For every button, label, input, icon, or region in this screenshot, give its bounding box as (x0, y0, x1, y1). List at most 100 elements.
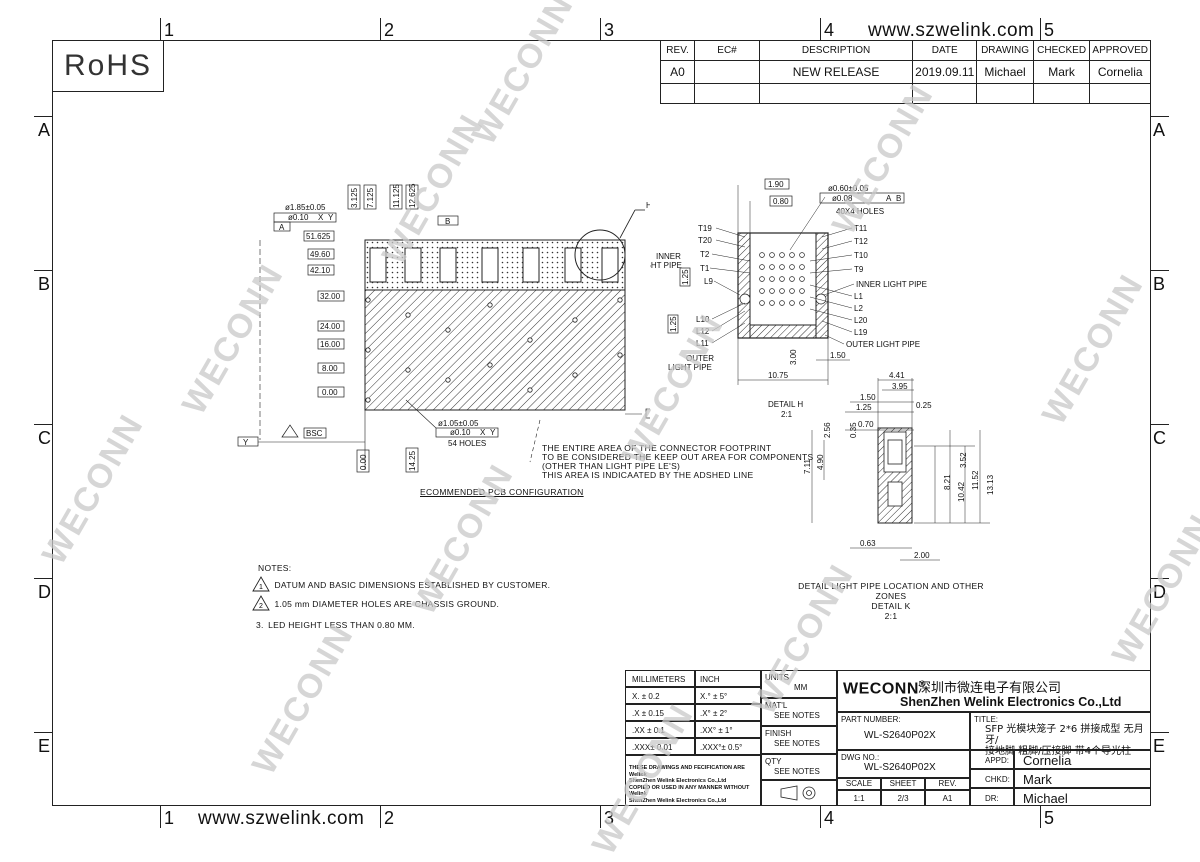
detail-h-hole-callout: ø0.60±0.05 (828, 184, 869, 193)
zone-tick (600, 18, 601, 40)
zone-col-4-bottom: 4 (824, 808, 835, 828)
detail-h-hole-count: 40X4 HOLES (836, 207, 884, 216)
zone-tick (34, 424, 52, 425)
label-l11: L11 (696, 339, 709, 348)
note-1: 1 DATUM AND BASIC DIMENSIONS ESTABLISHED… (252, 575, 550, 593)
dim-left-6: 16.00 (320, 340, 341, 349)
brand-name: WECONN (843, 680, 919, 698)
drawing-frame (52, 40, 1151, 806)
zone-row-d: D (38, 582, 51, 602)
title-value-line-1: SFP 光模块笼子 2*6 拼接成型 无月牙/ (985, 724, 1144, 746)
notes-title: NOTES: (258, 563, 292, 573)
units-cell: UNITS MM (761, 670, 837, 698)
zone-row-d-right: D (1153, 582, 1166, 602)
rev-cell-date: 2019.09.11 (912, 60, 978, 84)
label-l20: L20 (854, 316, 868, 325)
zone-row-c-right: C (1153, 428, 1166, 448)
detail-h-circle (574, 229, 626, 281)
zone-row-c: C (38, 428, 51, 448)
note-1-text: DATUM AND BASIC DIMENSIONS ESTABLISHED B… (274, 580, 551, 590)
label-t2: T2 (700, 250, 710, 259)
label-inner-light-pipe-right: INNER LIGHT PIPE (856, 280, 927, 289)
detail-k-dim-1: 4.41 (889, 371, 905, 380)
detail-k-dim-3: 1.50 (860, 393, 876, 402)
label-t1: T1 (700, 264, 710, 273)
detail-h-dim-2: 0.80 (773, 197, 789, 206)
appd-value: Cornelia (1014, 750, 1151, 769)
zone-tick (160, 806, 161, 828)
zone-row-e-right: E (1153, 736, 1166, 756)
zone-tick (820, 806, 821, 828)
rev-header-rev: REV. (659, 40, 696, 61)
note-3-number: 3. (256, 620, 264, 630)
label-outer-light-pipe: LIGHT PIPE (668, 363, 712, 372)
detail-k-dim-2: 3.95 (892, 382, 908, 391)
title-label: TITLE: (974, 715, 999, 724)
detail-h-datum-b: B (896, 194, 901, 203)
zone-col-5: 5 (1044, 20, 1055, 40)
zone-tick (34, 578, 52, 579)
detail-k-dim-14: 11.52 (971, 470, 980, 490)
tol-mm-3: .XX ± 0.1 (625, 721, 695, 738)
dim-top-3: 11.125 (392, 184, 401, 208)
brand-logo: WECONN® (843, 679, 926, 698)
keepout-note-line-4: THIS AREA IS INDICAATED BY THE ADSHED LI… (542, 470, 754, 480)
dim-left-4: 32.00 (320, 292, 341, 301)
dim-left-3: 42.10 (310, 266, 331, 275)
dim-top-4: 12.625 (408, 183, 417, 208)
zone-tick (380, 18, 381, 40)
detail-k-dim-10: 7.11 (803, 458, 812, 474)
zone-col-2-bottom: 2 (384, 808, 395, 828)
chkd-label: CHKD: (970, 769, 1014, 788)
dr-label: DR: (970, 788, 1014, 806)
triangle-icon: 2 (252, 594, 270, 611)
hole-tolerance: ø0.10 (288, 213, 309, 222)
rev-cell-approved: Cornelia (1089, 60, 1151, 84)
disclaimer-line-3: COPIED OR USED IN ANY MANNER WITHOUT Wel… (629, 784, 750, 798)
brand-mark: ® (918, 679, 927, 689)
projection-symbol-cell (761, 780, 837, 806)
triangle-icon: 1 (252, 575, 270, 592)
company-name-cn: 深圳市微连电子有限公司 (918, 681, 1062, 696)
tol-header-inch: INCH (695, 670, 761, 687)
zone-row-b: B (38, 274, 51, 294)
tol-mm-1: X. ± 0.2 (625, 687, 695, 704)
dim-bottom-2: 14.25 (408, 450, 417, 471)
label-t9: T9 (854, 265, 864, 274)
rev-header-description: DESCRIPTION (758, 40, 914, 61)
label-outer-light-pipe-right: OUTER LIGHT PIPE (846, 340, 920, 349)
dim-top-2: 7.125 (366, 187, 375, 208)
rohs-box: RoHS (52, 40, 164, 92)
detail-k-caption: DETAIL LIGHT PIPE LOCATION AND OTHER ZON… (796, 581, 986, 621)
detail-k-dim-12: 8.21 (943, 474, 952, 490)
zone-tick (160, 18, 161, 40)
label-l12: L12 (696, 327, 710, 336)
zone-tick (1151, 732, 1169, 733)
scale-label: SCALE (837, 778, 881, 790)
datum-y-ref: Y (328, 213, 334, 222)
matl-value: SEE NOTES (774, 711, 820, 720)
zone-col-1: 1 (164, 20, 175, 40)
sheet-label: SHEET (881, 778, 925, 790)
label-outer: OUTER (686, 354, 714, 363)
tol-mm-2: .X ± 0.15 (625, 704, 695, 721)
detail-h-caption: DETAIL H (768, 400, 803, 409)
website-url-top[interactable]: www.szwelink.com (868, 20, 1035, 41)
basic-dim: BSC (306, 429, 323, 438)
keepout-note: THE ENTIRE AREA OF THE CONNECTOR FOOTPRI… (542, 444, 813, 480)
tol-mm-4: .XXX± 0.01 (625, 738, 695, 755)
rev-cell-rev: A0 (659, 60, 696, 84)
rev-cell-checked: Mark (1032, 60, 1091, 84)
scale-value: 1:1 (837, 790, 881, 806)
detail-h-hole-tol: ø0.08 (832, 194, 853, 203)
tol-inch-4: .XXX°± 0.5° (695, 738, 761, 755)
label-t19: T19 (698, 224, 712, 233)
zone-tick (34, 732, 52, 733)
tol-inch-3: .XX° ± 1° (695, 721, 761, 738)
label-l10: L10 (696, 315, 710, 324)
appd-label: APPD: (970, 750, 1014, 769)
label-l1: L1 (854, 292, 863, 301)
company-cell (837, 670, 1151, 712)
dim-bottom-1: 0.00 (359, 454, 368, 470)
website-url-bottom[interactable]: www.szwelink.com (198, 808, 365, 829)
